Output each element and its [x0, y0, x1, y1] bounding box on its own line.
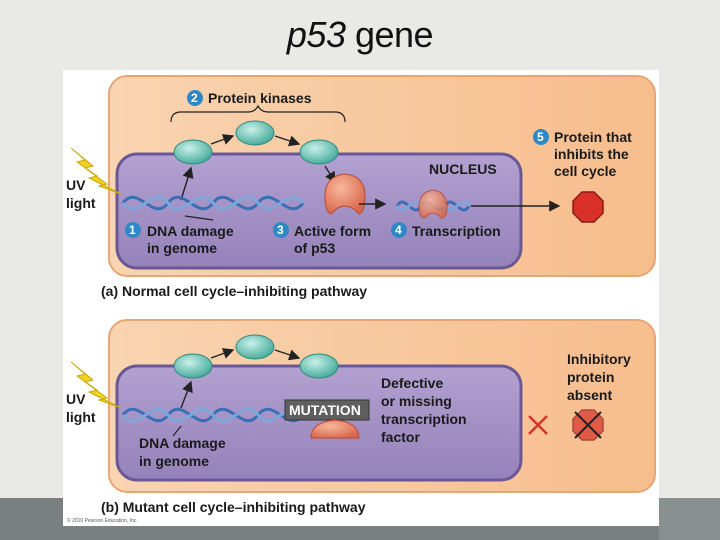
- step1-number: 1: [129, 223, 136, 237]
- uv-label-line1: UV: [66, 177, 86, 193]
- kinase-icon: [173, 353, 213, 379]
- panel-a: UV light 2 Protein kinases NUCLEUS: [66, 75, 656, 299]
- title-gene-symbol: p53: [286, 14, 346, 55]
- arrow: [274, 349, 301, 361]
- panel-b-caption: (b) Mutant cell cycle–inhibiting pathway: [101, 499, 366, 515]
- crossed-out-icon: [574, 411, 602, 439]
- kinase-icon: [299, 353, 339, 379]
- arrow: [210, 134, 235, 145]
- kinase-icon: [299, 139, 339, 165]
- damage-pointer: [184, 215, 214, 221]
- dna-helix-icon: [121, 195, 305, 211]
- step1-badge: [125, 222, 141, 238]
- defective-line1: Defective: [381, 375, 443, 391]
- pathway-diagram: UV light 2 Protein kinases NUCLEUS: [66, 75, 656, 524]
- step2-badge: [187, 90, 203, 106]
- step3-label-line1: Active form: [294, 223, 371, 239]
- step2-label: Protein kinases: [208, 90, 312, 106]
- copyright-note: © 2010 Pearson Education, Inc.: [67, 517, 138, 524]
- uv-bolt-icon: [70, 361, 122, 409]
- uv-label-line1: UV: [66, 391, 86, 407]
- dna-damage-line1: DNA damage: [139, 435, 226, 451]
- kinase-bracket: [170, 104, 346, 123]
- arrow: [210, 348, 235, 359]
- footer-band-right: [659, 498, 720, 540]
- step5-label-line3: cell cycle: [554, 163, 616, 179]
- step1-label-line1: DNA damage: [147, 223, 234, 239]
- uv-label-line2: light: [66, 409, 96, 425]
- uv-label-line2: light: [66, 195, 96, 211]
- p53-protein-icon: [324, 173, 366, 215]
- dna-damage-line2: in genome: [139, 453, 209, 469]
- p53-bound-icon: [418, 189, 448, 219]
- arrow: [274, 135, 301, 147]
- defective-line4: factor: [381, 429, 420, 445]
- step3-label-line2: of p53: [294, 240, 335, 256]
- step2-number: 2: [191, 91, 198, 105]
- kinase-icon: [235, 120, 275, 146]
- p53-pathway-figure: UV light 2 Protein kinases NUCLEUS: [63, 70, 659, 526]
- kinase-icon: [235, 334, 275, 360]
- damage-pointer: [172, 425, 182, 437]
- absent-line1: Inhibitory: [567, 351, 631, 367]
- stop-protein-icon: [572, 191, 604, 223]
- panel-a-caption: (a) Normal cell cycle–inhibiting pathway: [101, 283, 367, 299]
- step3-badge: [273, 222, 289, 238]
- step5-number: 5: [537, 130, 544, 144]
- arrow: [180, 380, 193, 409]
- slide-title: p53 gene: [0, 14, 720, 56]
- kinase-icon: [173, 139, 213, 165]
- absent-line2: protein: [567, 369, 614, 385]
- step4-label: Transcription: [412, 223, 501, 239]
- dna-helix-icon: [121, 407, 305, 423]
- step4-badge: [391, 222, 407, 238]
- step5-label-line1: Protein that: [554, 129, 632, 145]
- step3-number: 3: [277, 223, 284, 237]
- step4-number: 4: [395, 223, 402, 237]
- nucleus-label: NUCLEUS: [429, 161, 497, 177]
- defective-p53-icon: [310, 419, 360, 439]
- panel-b: UV light MUTATION DNA damage in genome D…: [66, 319, 656, 515]
- step1-label-line2: in genome: [147, 240, 217, 256]
- step5-badge: [533, 129, 549, 145]
- arrow: [180, 166, 194, 201]
- step5-label-line2: inhibits the: [554, 146, 629, 162]
- uv-bolt-icon: [70, 147, 122, 195]
- no-transcription-x-icon: [528, 415, 548, 435]
- title-rest: gene: [345, 14, 434, 55]
- mutation-label: MUTATION: [289, 402, 361, 418]
- absent-line3: absent: [567, 387, 612, 403]
- defective-line2: or missing: [381, 393, 452, 409]
- mutation-tag: [284, 399, 370, 421]
- defective-line3: transcription: [381, 411, 467, 427]
